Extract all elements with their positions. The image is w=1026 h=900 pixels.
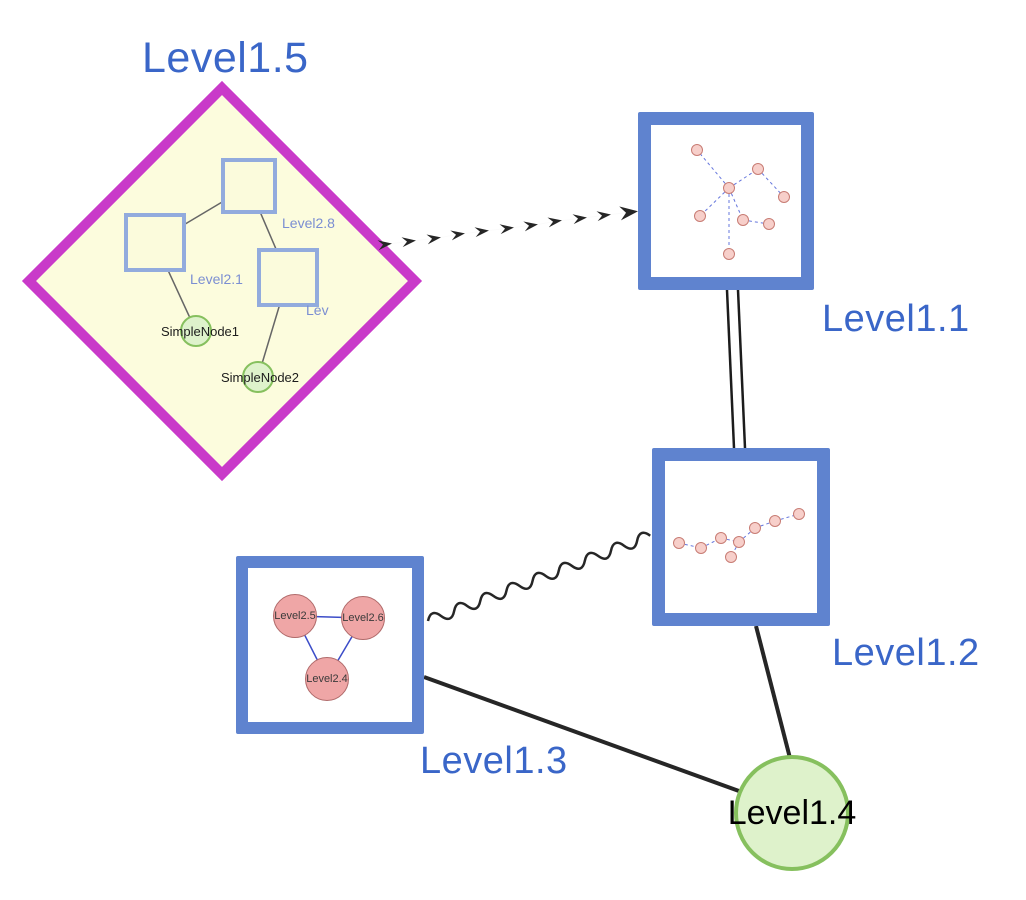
node-label-level2-4: Level2.4	[306, 673, 348, 685]
mini-node	[723, 182, 735, 194]
edge-level1-2-level1-4[interactable]	[754, 625, 793, 763]
mini-node	[752, 163, 764, 175]
node-level1-2[interactable]	[652, 448, 830, 626]
node-label-level2-5: Level2.5	[274, 610, 316, 622]
mini-node	[778, 191, 790, 203]
mini-node	[769, 515, 781, 527]
level1-2-mini-graph	[673, 508, 805, 563]
node-label-simplenode2: SimpleNode2	[220, 370, 300, 385]
mini-node	[695, 542, 707, 554]
node-label-level2-partial: Lev	[306, 302, 329, 318]
mini-node	[793, 508, 805, 520]
mini-node	[694, 210, 706, 222]
node-level2-8-square[interactable]	[221, 158, 277, 214]
node-level2-5-circle[interactable]: Level2.5	[273, 594, 317, 638]
node-label-level1-4: Level1.4	[727, 793, 857, 832]
node-simplenode2-circle[interactable]	[242, 361, 274, 393]
node-level1-1[interactable]	[638, 112, 814, 290]
node-label-level1-2: Level1.2	[832, 632, 980, 674]
node-level2-partial-square[interactable]	[257, 248, 319, 307]
node-level2-6-circle[interactable]: Level2.6	[341, 596, 385, 640]
node-label-level2-8: Level2.8	[282, 215, 335, 231]
node-label-level1-5: Level1.5	[142, 34, 309, 82]
node-simplenode1-circle[interactable]	[180, 315, 212, 347]
mini-node	[749, 522, 761, 534]
mini-node	[763, 218, 775, 230]
mini-edge	[742, 219, 770, 225]
edge-level1-5-level1-1-dashed-arrow[interactable]	[377, 206, 638, 251]
node-level2-4-circle[interactable]: Level2.4	[305, 657, 349, 701]
mini-node	[673, 537, 685, 549]
node-label-level2-1: Level2.1	[190, 271, 243, 287]
edge-level1-1-level1-2-double[interactable]	[725, 289, 747, 449]
node-label-level1-1: Level1.1	[822, 298, 970, 340]
node-level1-3[interactable]: Level2.5 Level2.6 Level2.4	[236, 556, 424, 734]
mini-node	[725, 551, 737, 563]
mini-edge	[757, 168, 785, 198]
mini-node	[723, 248, 735, 260]
edge-level1-3-level1-2-wavy[interactable]	[426, 531, 652, 627]
mini-node	[737, 214, 749, 226]
node-label-level1-3: Level1.3	[420, 740, 568, 782]
level1-1-mini-graph	[691, 144, 790, 260]
node-label-simplenode1: SimpleNode1	[160, 324, 240, 339]
node-label-level2-6: Level2.6	[342, 612, 384, 624]
node-level1-5-diamond[interactable]	[21, 80, 423, 482]
mini-node	[715, 532, 727, 544]
mini-node	[691, 144, 703, 156]
node-level1-4-circle[interactable]: Level1.4	[728, 755, 856, 871]
edge-level1-3-level1-4[interactable]	[423, 675, 751, 797]
node-level2-1-square[interactable]	[124, 213, 186, 272]
mini-edge	[696, 149, 730, 189]
mini-node	[733, 536, 745, 548]
mini-edge	[699, 187, 730, 217]
